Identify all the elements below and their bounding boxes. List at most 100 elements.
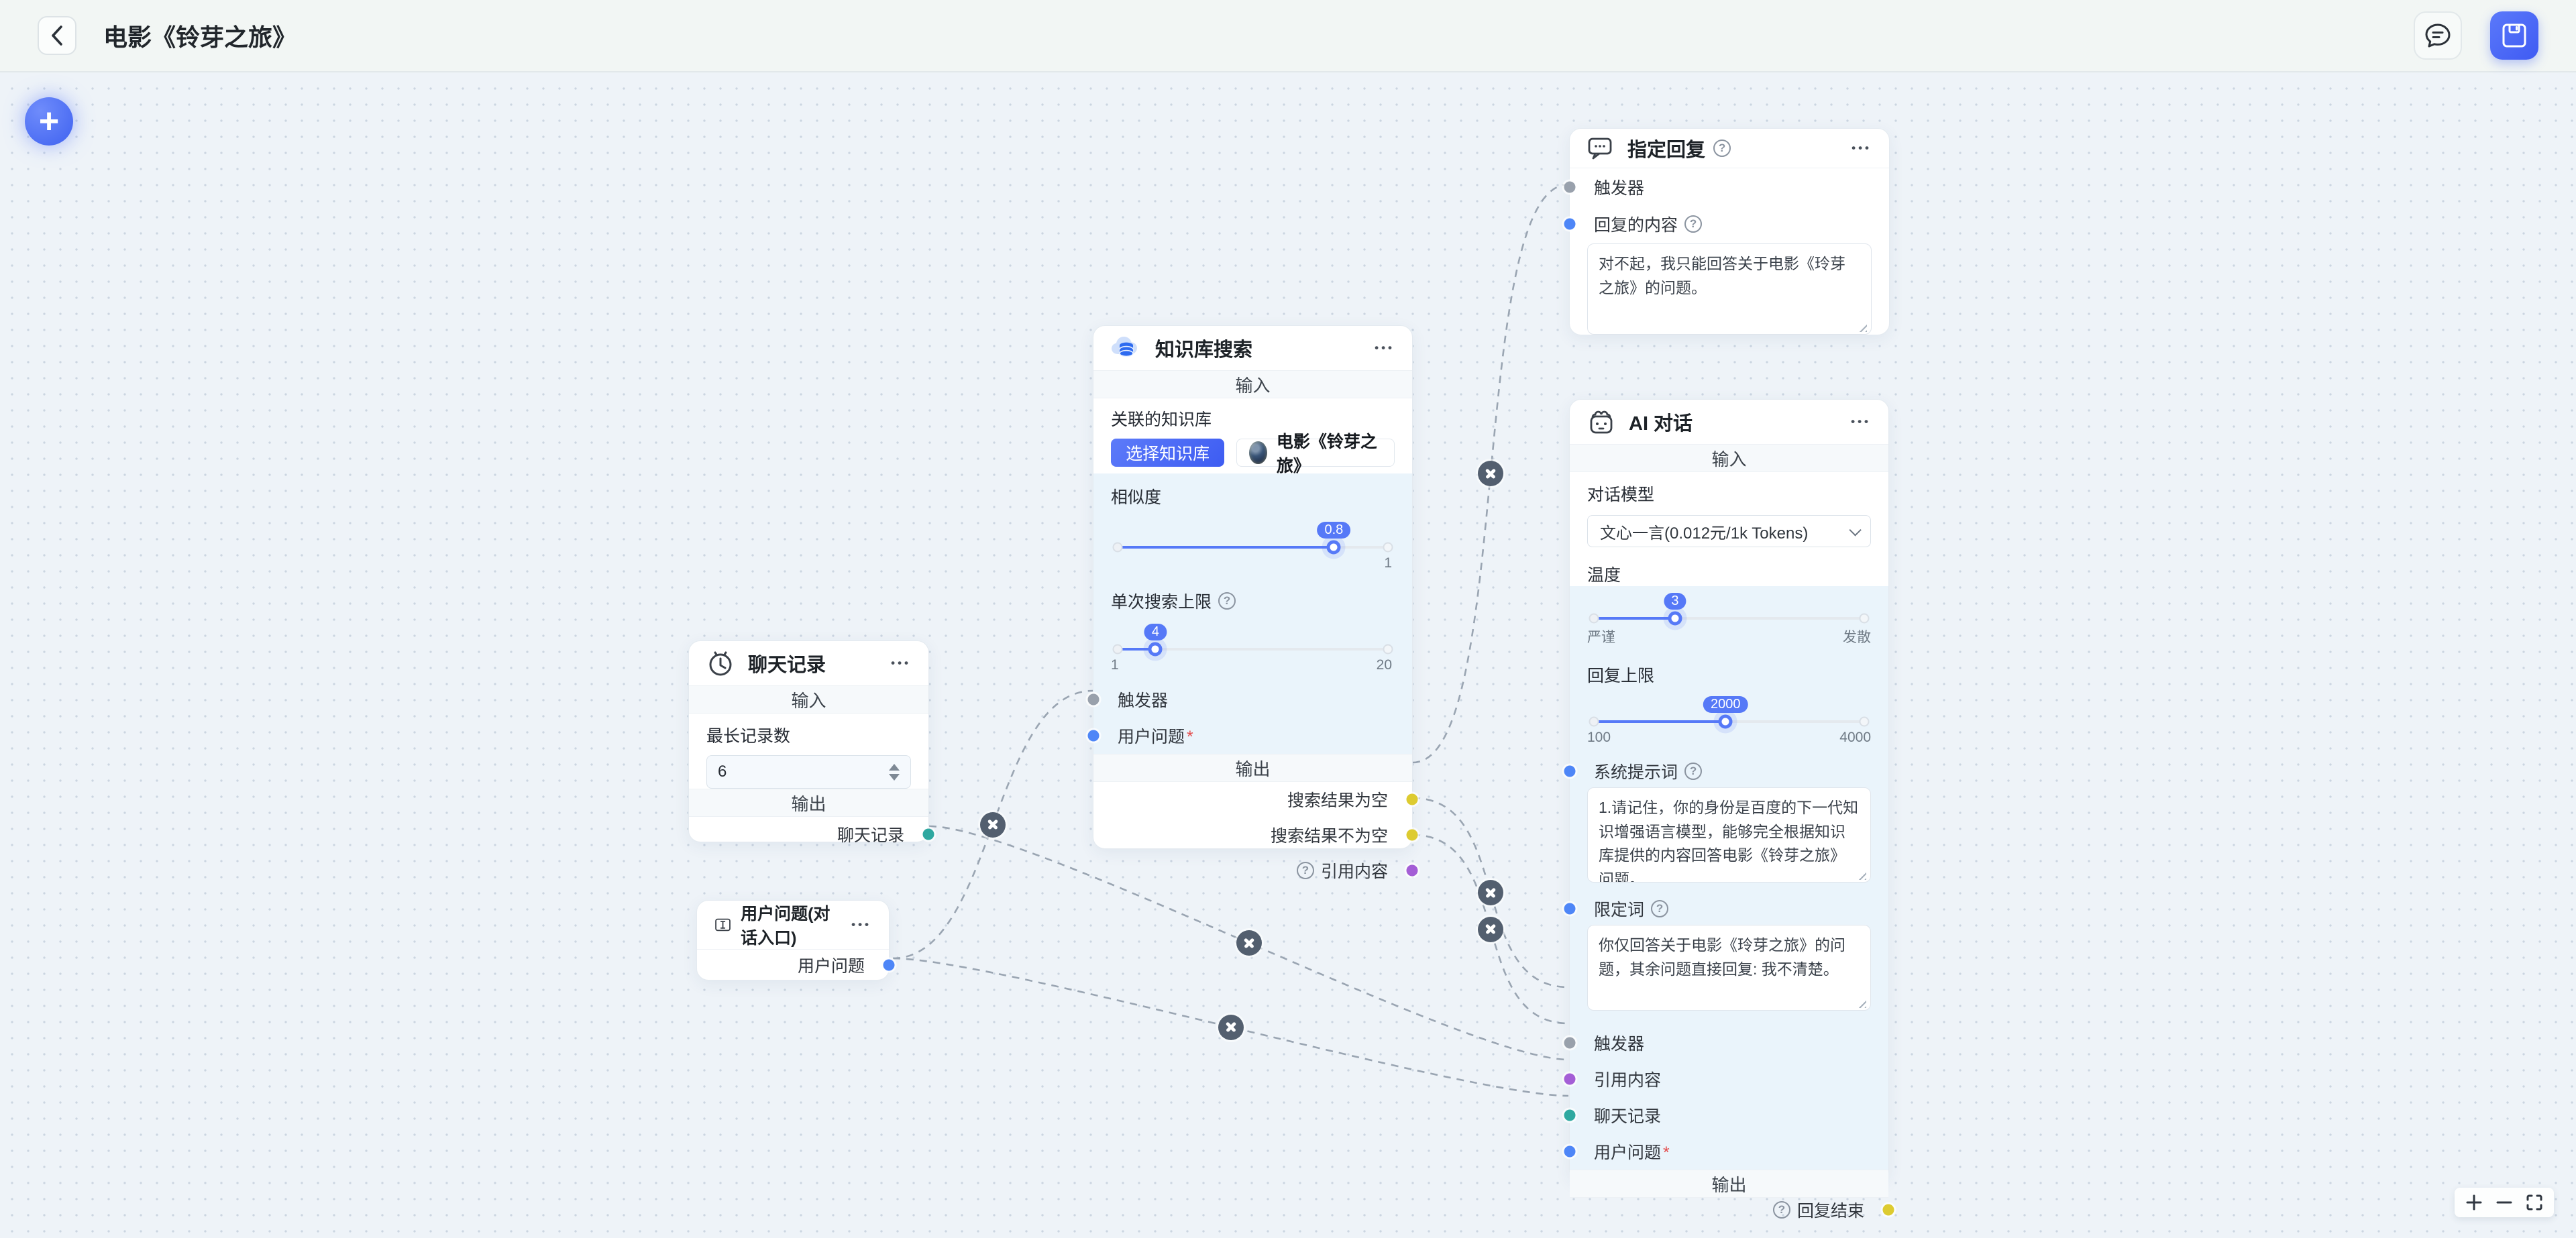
zoom-in-button[interactable] bbox=[2465, 1194, 2483, 1211]
add-node-button[interactable]: + bbox=[25, 97, 73, 146]
search-limit-value-bubble: 4 bbox=[1144, 624, 1167, 640]
comment-button[interactable] bbox=[2414, 11, 2462, 60]
node-menu-button[interactable]: ••• bbox=[891, 657, 911, 669]
help-icon[interactable]: ? bbox=[1296, 861, 1314, 879]
node-reply[interactable]: 指定回复 ? ••• 触发器 回复的内容 ? 对不起，我只能回答关于电影《玲芽之… bbox=[1564, 128, 1890, 335]
chat-bubble-icon bbox=[2425, 23, 2451, 48]
help-icon[interactable]: ? bbox=[1772, 1201, 1790, 1219]
select-kb-button[interactable]: 选择知识库 bbox=[1111, 439, 1225, 467]
edge-delete-button[interactable] bbox=[1236, 930, 1262, 956]
result-empty-port-dot[interactable] bbox=[1406, 793, 1418, 805]
output-port-row: ? 引用内容 bbox=[1093, 852, 1418, 888]
input-section-header: 输入 bbox=[1570, 444, 1888, 472]
output-section-header: 输出 bbox=[689, 789, 928, 817]
edge-delete-button[interactable] bbox=[1478, 461, 1503, 486]
node-user-question[interactable]: 用户问题(对话入口) ••• 用户问题 bbox=[696, 900, 895, 980]
similarity-label: 相似度 bbox=[1111, 488, 1162, 507]
system-prompt-port-dot[interactable] bbox=[1564, 765, 1576, 777]
stepper-down-icon[interactable] bbox=[889, 773, 900, 781]
node-menu-button[interactable]: ••• bbox=[1375, 341, 1395, 354]
node-title: 聊天记录 bbox=[748, 655, 826, 676]
kb-chip[interactable]: 电影《铃芽之旅》 bbox=[1236, 433, 1395, 475]
similarity-slider[interactable]: 0.8 bbox=[1112, 522, 1393, 555]
robot-icon bbox=[1590, 410, 1613, 434]
help-icon[interactable]: ? bbox=[1218, 592, 1236, 610]
result-not-empty-port-dot[interactable] bbox=[1406, 829, 1418, 840]
node-chat-history[interactable]: 聊天记录 ••• 输入 最长记录数 6 输出 聊天记录 bbox=[688, 640, 934, 845]
port-label: 限定词 ? bbox=[1570, 897, 1669, 921]
max-records-value: 6 bbox=[718, 763, 727, 781]
chat-history-port-dot[interactable] bbox=[1564, 1109, 1576, 1121]
max-records-input[interactable]: 6 bbox=[706, 755, 911, 789]
temperature-value-bubble: 3 bbox=[1664, 593, 1686, 610]
reply-limit-slider[interactable]: 2000 bbox=[1589, 696, 1870, 729]
help-icon[interactable]: ? bbox=[1684, 763, 1703, 780]
similarity-value-bubble: 0.8 bbox=[1317, 522, 1351, 539]
user-question-port-dot[interactable] bbox=[1564, 1145, 1576, 1158]
model-select[interactable]: 文心一言(0.012元/1k Tokens) bbox=[1587, 515, 1871, 547]
trigger-port-dot[interactable] bbox=[1564, 1037, 1576, 1049]
input-port-row: 系统提示词 ? bbox=[1564, 755, 1888, 787]
similarity-max-label: 1 bbox=[1384, 555, 1392, 571]
output-port-row: ? 回复结束 bbox=[1570, 1198, 1894, 1222]
port-label: 触发器 bbox=[1594, 179, 1645, 198]
qualifier-port-dot[interactable] bbox=[1564, 903, 1576, 915]
back-button[interactable] bbox=[38, 16, 76, 55]
similarity-slider-thumb[interactable] bbox=[1326, 540, 1341, 555]
node-menu-button[interactable]: ••• bbox=[851, 918, 871, 931]
kb-chip-label: 电影《铃芽之旅》 bbox=[1276, 433, 1377, 475]
content-port-dot[interactable] bbox=[1564, 218, 1576, 230]
fit-view-button[interactable] bbox=[2526, 1194, 2543, 1211]
edge-delete-button[interactable] bbox=[1478, 880, 1503, 905]
port-label: 引用内容 bbox=[1594, 1071, 1662, 1090]
reply-content-textarea[interactable]: 对不起，我只能回答关于电影《玲芽之旅》的问题。 bbox=[1587, 243, 1872, 335]
help-icon[interactable]: ? bbox=[1651, 900, 1669, 917]
port-label: 搜索结果为空 bbox=[1287, 791, 1388, 810]
search-limit-slider-thumb[interactable] bbox=[1148, 642, 1163, 657]
edge-delete-button[interactable] bbox=[980, 811, 1006, 838]
output-port-dot[interactable] bbox=[922, 828, 934, 840]
help-icon[interactable]: ? bbox=[1713, 139, 1731, 157]
port-label: 用户问题* bbox=[1594, 1143, 1670, 1162]
node-kb-search[interactable]: 知识库搜索 ••• 输入 关联的知识库 选择知识库 电影《铃芽之旅》 相似度 0… bbox=[1087, 325, 1418, 881]
zoom-out-button[interactable] bbox=[2496, 1194, 2513, 1211]
edge-delete-button[interactable] bbox=[1218, 1014, 1244, 1040]
number-stepper[interactable] bbox=[889, 763, 900, 781]
temperature-slider-thumb[interactable] bbox=[1668, 611, 1682, 626]
edge-connection bbox=[1412, 834, 1569, 1025]
search-limit-label: 单次搜索上限 ? bbox=[1111, 589, 1395, 613]
temperature-label: 温度 bbox=[1587, 566, 1621, 585]
qualifier-textarea[interactable]: 你仅回答关于电影《玲芽之旅》的问题，其余问题直接回复: 我不清楚。 bbox=[1587, 925, 1871, 1011]
input-port-row: 触发器 bbox=[1087, 681, 1412, 718]
node-menu-button[interactable]: ••• bbox=[1851, 415, 1871, 428]
input-port-row: 用户问题* bbox=[1564, 1133, 1888, 1170]
port-label: 用户问题* bbox=[1118, 728, 1193, 746]
reply-bubble-icon bbox=[1588, 137, 1612, 160]
temperature-slider[interactable]: 3 bbox=[1589, 593, 1870, 626]
reply-limit-slider-thumb[interactable] bbox=[1718, 714, 1733, 729]
node-menu-button[interactable]: ••• bbox=[1851, 142, 1872, 154]
user-question-port-dot[interactable] bbox=[1087, 730, 1099, 742]
stepper-up-icon[interactable] bbox=[889, 763, 900, 771]
trigger-port-dot[interactable] bbox=[1564, 181, 1576, 193]
edge-delete-button[interactable] bbox=[1478, 916, 1503, 942]
input-port-row: 聊天记录 bbox=[1564, 1097, 1888, 1133]
output-port-dot[interactable] bbox=[883, 959, 895, 970]
search-limit-min-label: 1 bbox=[1111, 657, 1119, 673]
help-icon[interactable]: ? bbox=[1684, 215, 1703, 233]
node-title: 指定回复 ? bbox=[1627, 134, 1731, 162]
page-title: 电影《铃芽之旅》 bbox=[103, 23, 297, 51]
reply-limit-value-bubble: 2000 bbox=[1703, 696, 1748, 713]
search-limit-slider[interactable]: 4 bbox=[1112, 624, 1393, 657]
reference-port-dot[interactable] bbox=[1564, 1073, 1576, 1085]
save-button[interactable] bbox=[2490, 11, 2538, 60]
system-prompt-textarea[interactable]: 1.请记住，你的身份是百度的下一代知识增强语言模型，能够完全根据知识库提供的内容… bbox=[1587, 787, 1871, 883]
clock-history-icon bbox=[709, 651, 732, 676]
input-port-row: 限定词 ? bbox=[1564, 893, 1888, 925]
reference-port-dot[interactable] bbox=[1406, 864, 1418, 876]
trigger-port-dot[interactable] bbox=[1087, 693, 1099, 706]
node-ai-chat[interactable]: AI 对话 ••• 输入 对话模型 文心一言(0.012元/1k Tokens)… bbox=[1564, 399, 1894, 1221]
reply-done-port-dot[interactable] bbox=[1882, 1204, 1894, 1216]
input-section-header: 输入 bbox=[1093, 370, 1412, 398]
output-port-row: 搜索结果为空 bbox=[1093, 782, 1418, 817]
